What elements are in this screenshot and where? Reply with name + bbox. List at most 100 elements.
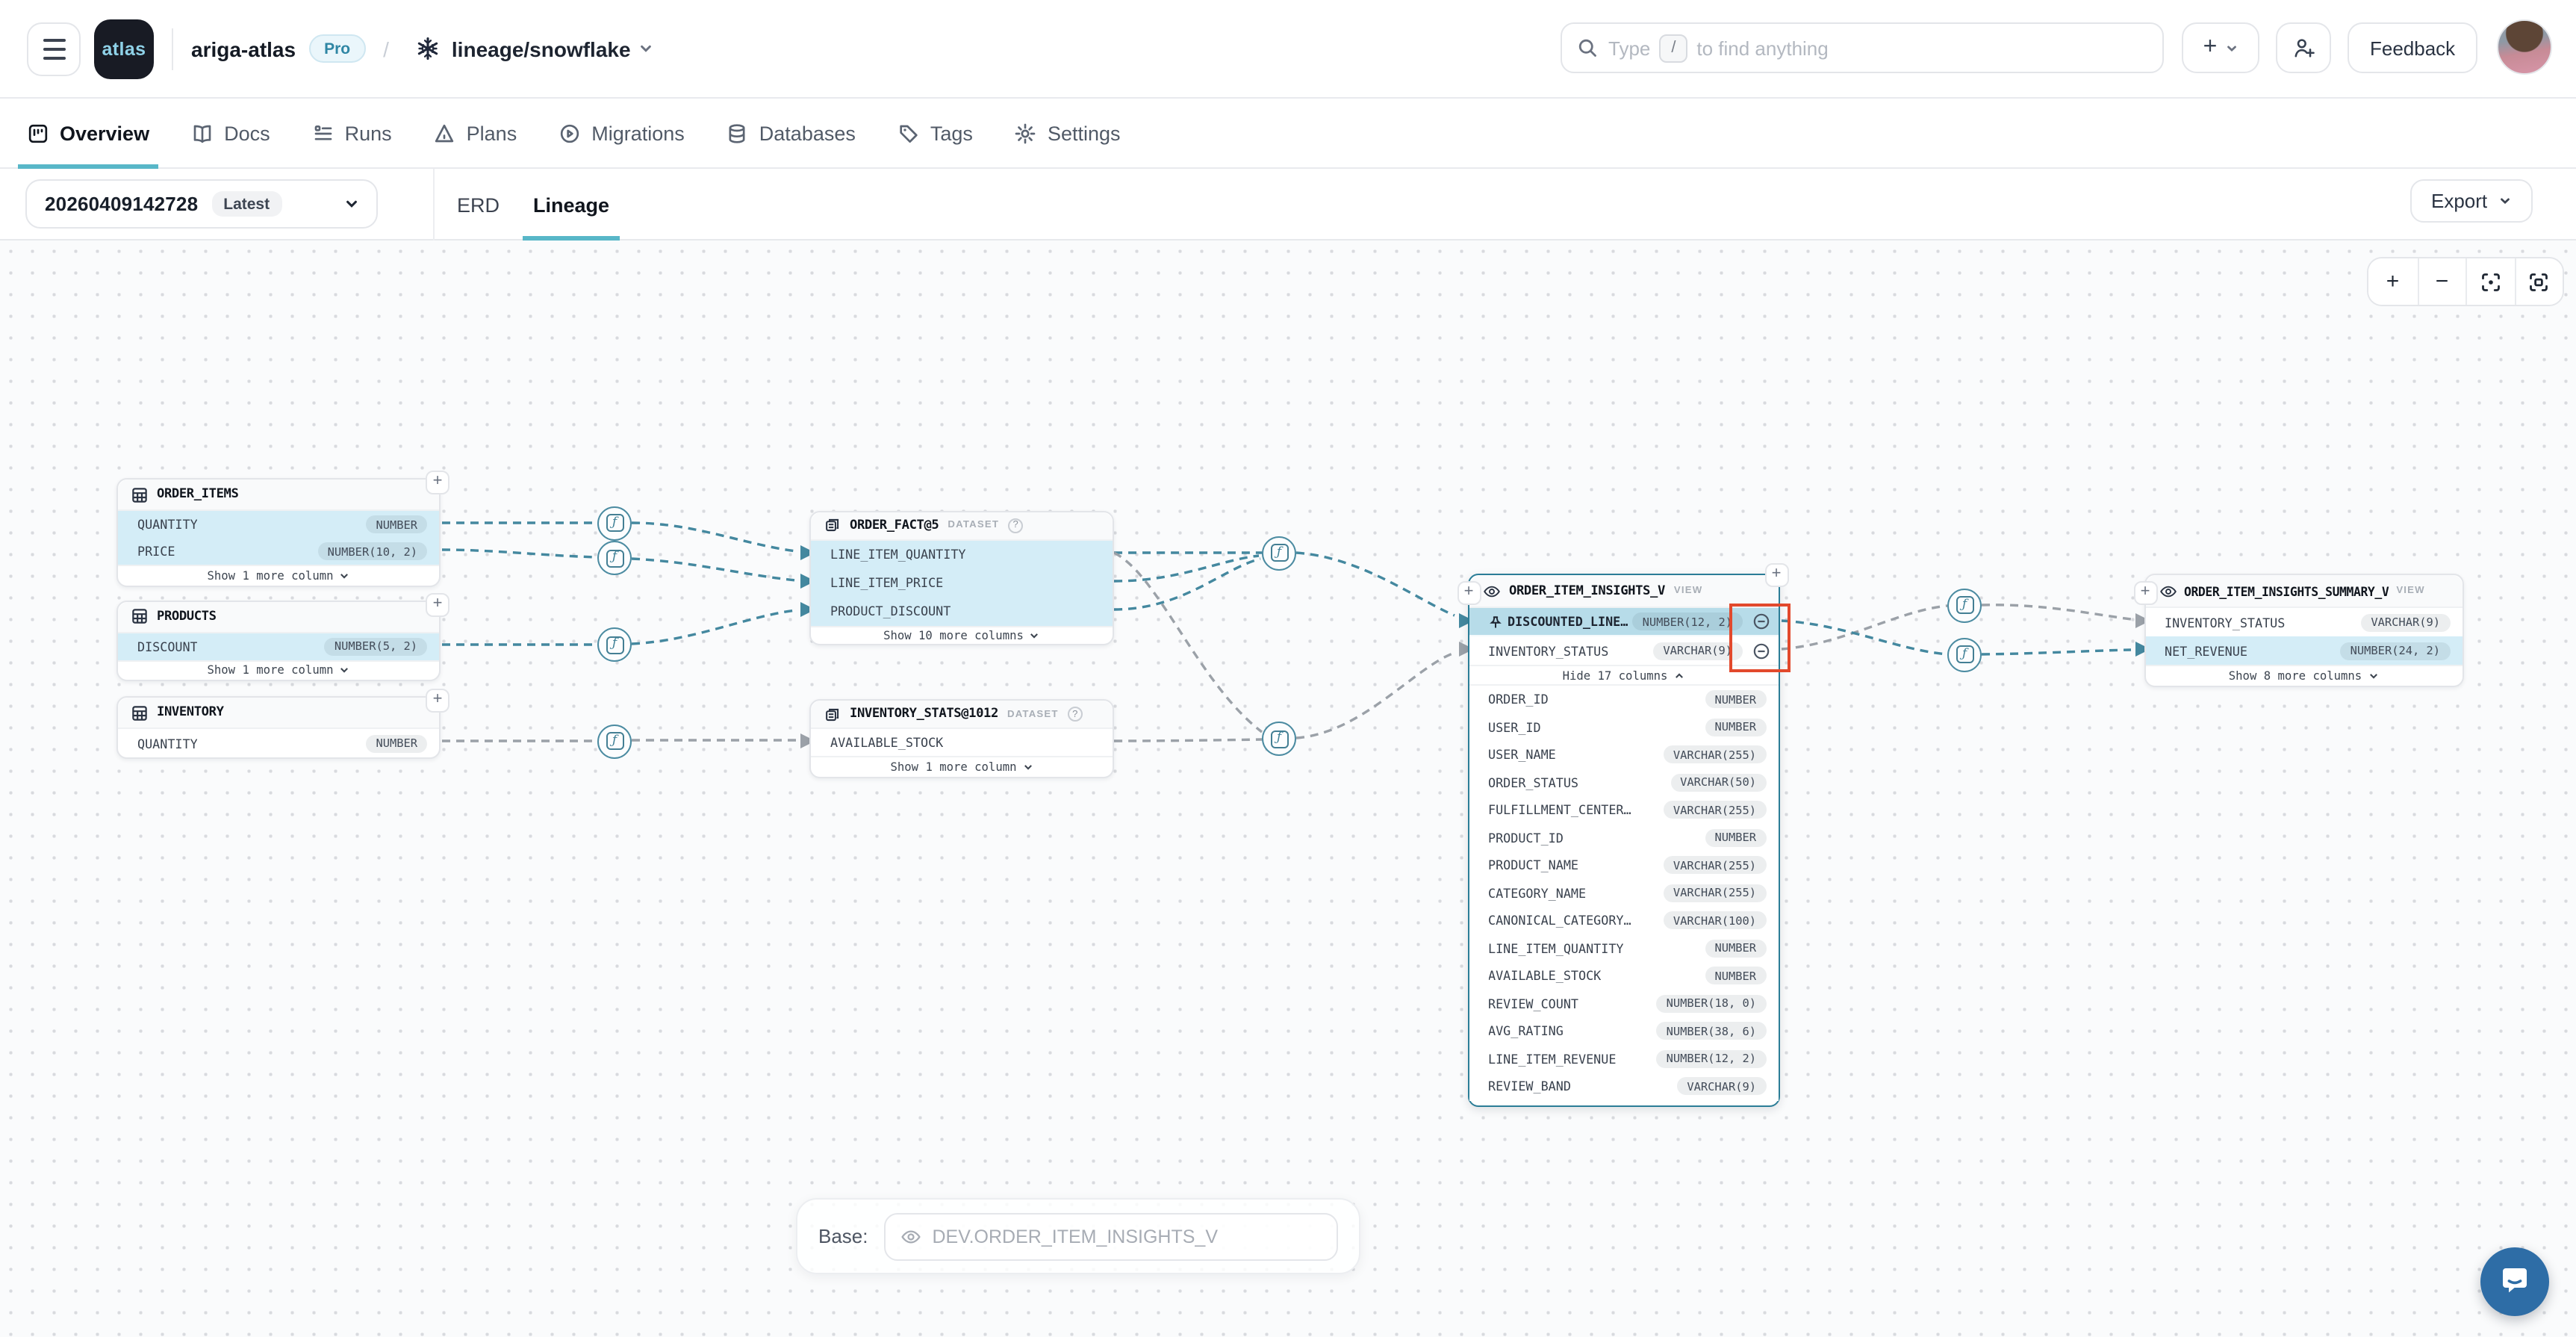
remove-column-button[interactable] bbox=[1752, 613, 1769, 630]
column-row[interactable]: AVG_RATING NUMBER(38, 6) bbox=[1469, 1017, 1778, 1045]
expand-downstream-button[interactable]: + bbox=[1764, 563, 1788, 587]
table-node-inventory[interactable]: INVENTORY + QUANTITY NUMBER bbox=[116, 689, 449, 759]
tab-runs[interactable]: Runs bbox=[312, 98, 392, 168]
column-row[interactable]: LINE_ITEM_QUANTITY bbox=[811, 540, 1113, 568]
show-more-columns[interactable]: Show 1 more column bbox=[811, 756, 1113, 776]
node-header[interactable]: ORDER_ITEM_INSIGHTS_V VIEW + + bbox=[1457, 563, 1788, 608]
version-selector[interactable]: 20260409142728 Latest bbox=[25, 179, 378, 229]
chevron-down-icon bbox=[2369, 674, 2377, 679]
atlas-logo[interactable]: atlas bbox=[94, 19, 154, 78]
support-chat-button[interactable] bbox=[2480, 1247, 2549, 1316]
view-node-order-item-insights-v[interactable]: ORDER_ITEM_INSIGHTS_V VIEW + + DISCOUNTE… bbox=[1457, 563, 1790, 1106]
function-node[interactable]: ƒ bbox=[1947, 588, 1982, 622]
invite-user-button[interactable] bbox=[2276, 22, 2331, 73]
feedback-button[interactable]: Feedback bbox=[2348, 22, 2478, 73]
show-more-columns[interactable]: Show 1 more column bbox=[118, 660, 439, 680]
column-row[interactable]: ORDER_STATUS VARCHAR(50) bbox=[1469, 769, 1778, 796]
column-row[interactable]: USER_ID NUMBER bbox=[1469, 713, 1778, 741]
view-eye-icon bbox=[2159, 585, 2176, 597]
tab-docs[interactable]: Docs bbox=[191, 98, 270, 168]
column-row[interactable]: PRICE NUMBER(10, 2) bbox=[118, 538, 439, 565]
table-node-products[interactable]: PRODUCTS + DISCOUNT NUMBER(5, 2) Show 1 … bbox=[116, 592, 449, 681]
project-name[interactable]: lineage/snowflake bbox=[451, 37, 631, 61]
expand-node-button[interactable]: + bbox=[426, 471, 449, 494]
user-avatar[interactable] bbox=[2497, 19, 2552, 75]
tab-tags[interactable]: Tags bbox=[897, 98, 973, 168]
function-node[interactable]: ƒ bbox=[1947, 637, 1982, 671]
column-row[interactable]: AVAILABLE_STOCK NUMBER bbox=[1469, 962, 1778, 990]
column-row[interactable]: LINE_ITEM_REVENUE NUMBER(12, 2) bbox=[1469, 1045, 1778, 1073]
base-input[interactable]: DEV.ORDER_ITEM_INSIGHTS_V bbox=[884, 1212, 1338, 1260]
tab-lineage[interactable]: Lineage bbox=[522, 169, 620, 241]
function-node[interactable]: ƒ bbox=[597, 541, 632, 575]
column-row[interactable]: NET_REVENUE NUMBER(24, 2) bbox=[2145, 636, 2462, 665]
expand-upstream-button[interactable]: + bbox=[1457, 581, 1481, 605]
column-row[interactable]: INVENTORY_STATUS VARCHAR(9) bbox=[2145, 608, 2462, 636]
plans-icon bbox=[435, 123, 454, 142]
column-row[interactable]: REVIEW_BAND VARCHAR(9) bbox=[1469, 1073, 1778, 1100]
chevron-down-icon bbox=[346, 200, 357, 208]
column-row[interactable]: ORDER_ID NUMBER bbox=[1469, 686, 1778, 713]
help-icon[interactable]: ? bbox=[1067, 707, 1083, 722]
table-node-order-items[interactable]: ORDER_ITEMS + QUANTITY NUMBER PRICE NUMB… bbox=[116, 471, 449, 586]
tab-overview[interactable]: Overview bbox=[17, 98, 159, 168]
focus-icon bbox=[2481, 273, 2500, 291]
function-node[interactable]: ƒ bbox=[1262, 722, 1296, 756]
pinned-column-row[interactable]: DISCOUNTED_LINE… NUMBER(12, 2) bbox=[1469, 608, 1778, 636]
node-header[interactable]: PRODUCTS + bbox=[118, 592, 449, 633]
node-header[interactable]: ORDER_ITEMS + bbox=[118, 471, 449, 511]
column-row[interactable]: LINE_ITEM_QUANTITY NUMBER bbox=[1469, 934, 1778, 962]
function-node[interactable]: ƒ bbox=[597, 724, 632, 758]
column-row[interactable]: FULFILLMENT_CENTER… VARCHAR(255) bbox=[1469, 796, 1778, 824]
show-more-columns[interactable]: Show 10 more columns bbox=[811, 625, 1113, 644]
column-row[interactable]: CANONICAL_CATEGORY… VARCHAR(100) bbox=[1469, 907, 1778, 934]
tab-settings[interactable]: Settings bbox=[1015, 98, 1121, 168]
column-row[interactable]: CATEGORY_NAME VARCHAR(255) bbox=[1469, 879, 1778, 907]
center-view-button[interactable] bbox=[2465, 258, 2514, 305]
node-header[interactable]: INVENTORY + bbox=[118, 689, 449, 729]
function-node[interactable]: ƒ bbox=[1262, 536, 1296, 570]
org-name[interactable]: ariga-atlas bbox=[191, 37, 296, 61]
view-node-order-item-insights-summary-v[interactable]: ORDER_ITEM_INSIGHTS_SUMMARY_V VIEW + INV… bbox=[2133, 574, 2463, 687]
column-row[interactable]: REVIEW_COUNT NUMBER(18, 0) bbox=[1469, 990, 1778, 1017]
column-row[interactable]: PRODUCT_DISCOUNT bbox=[811, 597, 1113, 625]
dataset-node-order-fact[interactable]: ORDER_FACT@5 DATASET ? LINE_ITEM_QUANTIT… bbox=[809, 510, 1114, 645]
tab-migrations[interactable]: Migrations bbox=[559, 98, 685, 168]
expand-node-button[interactable]: + bbox=[426, 689, 449, 713]
column-row[interactable]: AVAILABLE_STOCK bbox=[811, 729, 1113, 756]
show-more-columns[interactable]: Show 8 more columns bbox=[2145, 665, 2462, 686]
expand-node-button[interactable]: + bbox=[426, 592, 449, 616]
column-row[interactable]: QUANTITY NUMBER bbox=[118, 729, 439, 757]
column-row[interactable]: PRODUCT_ID NUMBER bbox=[1469, 824, 1778, 851]
help-icon[interactable]: ? bbox=[1008, 518, 1024, 533]
hamburger-menu-button[interactable] bbox=[27, 22, 81, 75]
fit-view-button[interactable] bbox=[2514, 258, 2563, 305]
create-new-button[interactable]: + bbox=[2182, 22, 2259, 73]
column-row[interactable]: QUANTITY NUMBER bbox=[118, 511, 439, 538]
tab-erd[interactable]: ERD bbox=[457, 193, 500, 216]
tab-plans[interactable]: Plans bbox=[434, 98, 517, 168]
column-row[interactable]: LINE_ITEM_PRICE bbox=[811, 568, 1113, 597]
tab-databases[interactable]: Databases bbox=[727, 98, 856, 168]
expand-upstream-button[interactable]: + bbox=[2133, 581, 2157, 605]
node-header[interactable]: ORDER_ITEM_INSIGHTS_SUMMARY_V VIEW + bbox=[2133, 575, 2462, 608]
node-header[interactable]: ORDER_FACT@5 DATASET ? bbox=[811, 512, 1113, 540]
search-input[interactable]: Type / to find anything bbox=[1561, 22, 2164, 73]
function-node[interactable]: ƒ bbox=[597, 506, 632, 540]
function-node[interactable]: ƒ bbox=[597, 627, 632, 662]
column-row[interactable]: PRODUCT_NAME VARCHAR(255) bbox=[1469, 851, 1778, 879]
zoom-out-button[interactable]: − bbox=[2417, 258, 2465, 305]
divider bbox=[433, 169, 435, 241]
export-button[interactable]: Export bbox=[2410, 179, 2533, 223]
remove-column-button[interactable] bbox=[1752, 642, 1769, 659]
zoom-in-button[interactable]: + bbox=[2368, 258, 2417, 305]
table-icon bbox=[132, 609, 147, 624]
pinned-column-row[interactable]: INVENTORY_STATUS VARCHAR(9) bbox=[1469, 636, 1778, 665]
show-more-columns[interactable]: Show 1 more column bbox=[118, 565, 439, 585]
node-header[interactable]: INVENTORY_STATS@1012 DATASET ? bbox=[811, 701, 1113, 729]
column-row[interactable]: USER_NAME VARCHAR(255) bbox=[1469, 741, 1778, 769]
column-row[interactable]: DISCOUNT NUMBER(5, 2) bbox=[118, 633, 439, 660]
hide-columns-toggle[interactable]: Hide 17 columns bbox=[1469, 665, 1778, 686]
lineage-canvas[interactable]: ƒ ƒ ƒ ƒ ƒ ƒ ƒ ƒ ORDER_ITEMS + QUANTITY N… bbox=[0, 241, 2576, 1337]
dataset-node-inventory-stats[interactable]: INVENTORY_STATS@1012 DATASET ? AVAILABLE… bbox=[809, 699, 1114, 778]
